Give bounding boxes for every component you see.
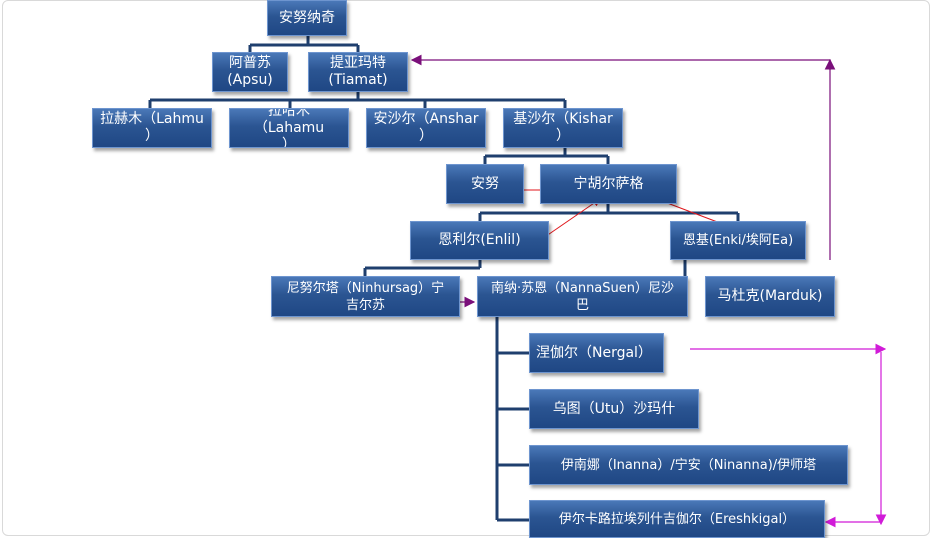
node-apsu-label: 阿普苏 (Apsu) [227,55,273,88]
connector-nanna [495,317,529,522]
node-anshar-label: 安沙尔（Anshar ） [373,111,479,144]
node-kishar: 基沙尔（Kishar ） [503,108,623,148]
node-lahmu: 拉赫木（Lahmu ） [92,108,212,148]
node-tiamat-label: 提亚玛特 (Tiamat) [328,55,388,88]
node-inanna: 伊南娜（Inanna）/宁安（Ninanna)/伊师塔 [529,445,848,485]
node-anshar: 安沙尔（Anshar ） [366,108,486,148]
node-anu-label: 安努 [471,175,499,192]
node-enki: 恩基(Enki/埃阿Ea) [670,221,806,260]
node-nergal-label: 涅伽尔（Nergal） [536,344,652,361]
node-ereshkigal-label: 伊尔卡路拉埃列什吉伽尔（Ereshkigal） [558,511,796,527]
node-enlil-label: 恩利尔(Enlil) [438,232,521,248]
connector-kishar [483,148,610,164]
connector-tiamat [148,92,567,108]
node-lahmu-label: 拉赫木（Lahmu ） [100,111,204,144]
node-nergal: 涅伽尔（Nergal） [529,333,664,373]
connector-anunaki [248,36,360,52]
magenta-arrow-ereshkigal [824,352,882,528]
node-nannasuen-label: 南纳·苏恩（NannaSuen）尼沙 巴 [491,280,674,313]
node-anunaki-label: 安努纳奇 [279,9,335,26]
node-lahamu: 拉哈木（Lahamu ） [229,108,349,148]
node-kishar-label: 基沙尔（Kishar ） [513,111,613,144]
node-marduk: 马杜克(Marduk) [705,276,835,317]
node-enlil: 恩利尔(Enlil) [410,221,549,260]
connector-enlil [363,260,482,276]
node-ninhursag: 尼努尔塔（Ninhursag）宁 吉尔苏 [271,276,460,317]
node-apsu: 阿普苏 (Apsu) [212,52,288,92]
node-ninhursag-label: 尼努尔塔（Ninhursag）宁 吉尔苏 [286,280,445,313]
node-anunaki: 安努纳奇 [267,0,347,36]
node-anu: 安努 [446,164,524,204]
node-ninhursag-top: 宁胡尔萨格 [540,164,677,204]
node-enki-label: 恩基(Enki/埃阿Ea) [682,233,794,248]
node-marduk-label: 马杜克(Marduk) [717,288,823,304]
node-inanna-label: 伊南娜（Inanna）/宁安（Ninanna)/伊师塔 [560,457,817,473]
node-utu-label: 乌图（Utu）沙玛什 [552,400,676,417]
node-tiamat: 提亚玛特 (Tiamat) [308,52,408,92]
node-nannasuen: 南纳·苏恩（NannaSuen）尼沙 巴 [477,276,688,317]
node-ninhursag-top-label: 宁胡尔萨格 [573,175,644,192]
node-lahamu-label: 拉哈木（Lahamu ） [253,108,325,148]
connector-ninhursag-top [478,204,740,221]
node-utu: 乌图（Utu）沙玛什 [529,389,699,429]
node-ereshkigal: 伊尔卡路拉埃列什吉伽尔（Ereshkigal） [529,500,825,538]
